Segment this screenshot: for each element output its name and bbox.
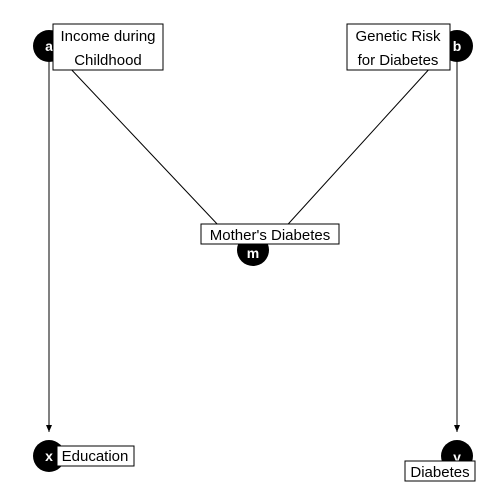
node-x-label: Education — [62, 448, 129, 465]
node-x-label-box — [56, 445, 135, 467]
node-m-letter: m — [247, 245, 259, 261]
node-m: m Mother's Diabetes — [200, 223, 340, 266]
edge-a-to-m — [67, 65, 237, 245]
node-y-label-box — [404, 460, 476, 482]
node-y-label: Diabetes — [410, 464, 469, 481]
node-x: x Education — [33, 440, 135, 472]
node-a-letter: a — [45, 38, 53, 54]
node-b-label-box — [346, 23, 451, 71]
edge-b-to-m — [269, 65, 433, 245]
node-b-label-line2: for Diabetes — [358, 52, 439, 69]
node-x-letter: x — [45, 448, 53, 464]
node-a-label-line2: Childhood — [74, 52, 142, 69]
node-a-label-line1: Income during — [60, 28, 155, 45]
node-y: y Diabetes — [404, 440, 476, 482]
node-y-letter: y — [453, 449, 461, 465]
node-b-letter: b — [453, 38, 462, 54]
node-m-label-box — [200, 223, 340, 245]
node-b: b Genetic Risk for Diabetes — [346, 23, 473, 71]
node-m-label: Mother's Diabetes — [210, 227, 330, 244]
node-b-label-line1: Genetic Risk — [355, 28, 441, 45]
node-a-label-box — [52, 23, 164, 71]
node-a: a Income during Childhood — [33, 23, 164, 71]
